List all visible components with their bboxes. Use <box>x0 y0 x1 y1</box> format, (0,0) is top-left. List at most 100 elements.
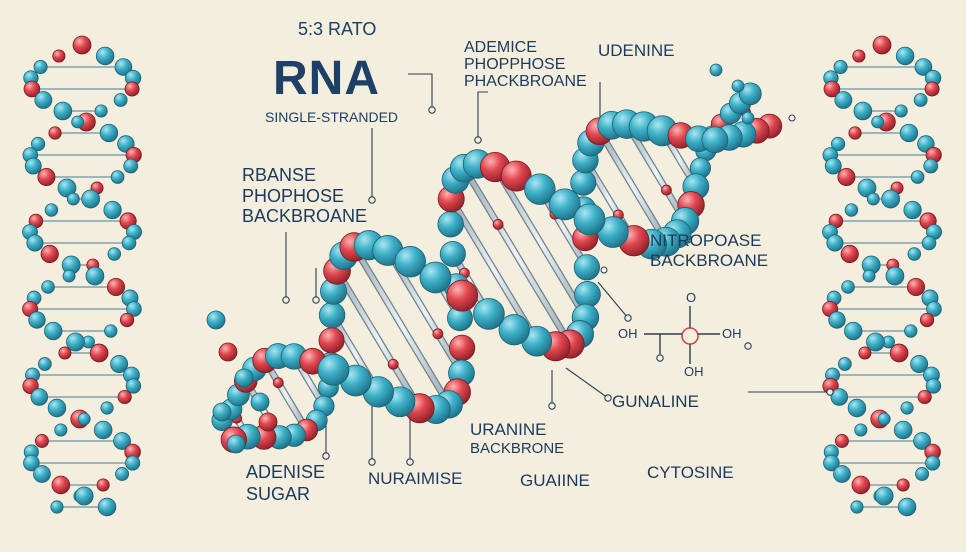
label-nuraimise: NURAIMISE <box>368 469 463 488</box>
teal-nucleotide-bead <box>926 301 942 317</box>
teal-nucleotide-bead <box>741 111 755 125</box>
teal-nucleotide-bead <box>574 281 601 308</box>
teal-nucleotide-bead <box>921 235 937 251</box>
base-pair-rung <box>461 165 573 347</box>
leader-line <box>597 281 629 319</box>
red-nucleotide-bead <box>51 475 71 495</box>
teal-nucleotide-bead <box>206 310 226 330</box>
teal-nucleotide-bead <box>844 321 863 341</box>
teal-nucleotide-bead <box>910 355 929 373</box>
label-uranine-backbone: URANINE BACKBRONE <box>470 420 565 458</box>
red-nucleotide-bead <box>492 219 504 230</box>
teal-nucleotide-bead <box>894 104 908 118</box>
chem-oh-left: OH <box>618 326 638 341</box>
teal-nucleotide-bead <box>23 454 40 472</box>
leader-endpoint <box>548 402 556 410</box>
teal-nucleotide-bead <box>24 157 42 175</box>
red-nucleotide-bead <box>96 478 110 492</box>
red-nucleotide-bead <box>924 81 940 97</box>
teal-nucleotide-bead <box>103 200 122 220</box>
teal-nucleotide-bead <box>66 192 80 206</box>
teal-nucleotide-bead <box>44 203 59 217</box>
label-udenine: UDENINE <box>598 41 675 60</box>
red-nucleotide-bead <box>834 434 849 448</box>
red-nucleotide-bead <box>889 343 909 363</box>
teal-nucleotide-bead <box>439 240 466 267</box>
teal-nucleotide-bead <box>85 266 105 286</box>
teal-nucleotide-bead <box>28 311 46 329</box>
red-nucleotide-bead <box>58 346 72 360</box>
main-helix-beads <box>206 63 783 454</box>
red-nucleotide-bead <box>52 49 66 63</box>
teal-nucleotide-bead <box>318 301 346 329</box>
teal-nucleotide-bead <box>885 266 905 286</box>
teal-nucleotide-bead <box>907 247 922 261</box>
teal-nucleotide-bead <box>37 357 52 371</box>
teal-nucleotide-bead <box>874 486 894 506</box>
red-nucleotide-bead <box>72 35 92 55</box>
teal-nucleotide-bead <box>925 455 941 471</box>
red-nucleotide-bead <box>40 244 59 264</box>
red-nucleotide-bead <box>851 475 871 495</box>
teal-nucleotide-bead <box>524 173 556 205</box>
teal-nucleotide-bead <box>925 378 942 394</box>
teal-nucleotide-bead <box>824 157 842 175</box>
teal-nucleotide-bead <box>570 169 597 196</box>
red-nucleotide-bead <box>117 389 132 405</box>
leader-endpoint <box>322 452 330 460</box>
leader-line <box>565 367 609 399</box>
red-nucleotide-bead <box>432 328 444 340</box>
red-nucleotide-bead <box>34 434 49 448</box>
teal-nucleotide-bead <box>837 357 852 371</box>
teal-nucleotide-bead <box>115 467 130 481</box>
teal-nucleotide-bead <box>54 423 68 437</box>
red-nucleotide-bead <box>858 346 872 360</box>
chem-oh-right: OH <box>722 326 742 341</box>
teal-nucleotide-bead <box>738 82 762 106</box>
label-adenise-sugar: ADENISE SUGAR <box>246 462 326 504</box>
red-nucleotide-bead <box>318 327 345 354</box>
teal-nucleotide-bead <box>862 269 876 283</box>
teal-nucleotide-bead <box>913 93 928 107</box>
red-nucleotide-bead <box>23 80 41 98</box>
teal-nucleotide-bead <box>110 170 125 184</box>
teal-nucleotide-bead <box>830 136 846 152</box>
teal-nucleotide-bead <box>830 388 849 406</box>
leader-line <box>477 91 488 140</box>
marker-dot <box>600 266 608 274</box>
teal-nucleotide-bead <box>66 332 85 352</box>
teal-nucleotide-bead <box>125 455 141 471</box>
teal-nucleotide-bead <box>866 192 880 206</box>
red-nucleotide-bead <box>119 312 135 328</box>
teal-nucleotide-bead <box>114 58 133 76</box>
teal-nucleotide-bead <box>317 353 350 386</box>
teal-nucleotide-bead <box>226 434 246 454</box>
leader-endpoint <box>624 314 632 322</box>
chemical-structure <box>644 306 752 364</box>
teal-nucleotide-bead <box>853 101 873 121</box>
teal-nucleotide-bead <box>81 189 101 209</box>
teal-nucleotide-bead <box>833 465 851 483</box>
teal-nucleotide-bead <box>437 210 464 238</box>
leader-endpoint <box>604 394 612 402</box>
teal-nucleotide-bead <box>731 79 745 93</box>
teal-nucleotide-bead <box>104 324 118 338</box>
chem-oh-bottom: OH <box>684 364 704 379</box>
teal-nucleotide-bead <box>94 104 108 118</box>
teal-nucleotide-bead <box>823 454 840 472</box>
red-nucleotide-bead <box>906 277 926 297</box>
teal-nucleotide-bead <box>709 63 723 77</box>
teal-nucleotide-bead <box>126 301 142 317</box>
teal-nucleotide-bead <box>573 254 600 281</box>
teal-nucleotide-bead <box>910 170 925 184</box>
base-pair-rung <box>492 164 588 320</box>
teal-nucleotide-bead <box>41 280 55 294</box>
teal-nucleotide-bead <box>50 500 64 514</box>
teal-nucleotide-bead <box>866 332 885 352</box>
teal-nucleotide-bead <box>904 324 918 338</box>
teal-nucleotide-bead <box>923 158 939 174</box>
teal-nucleotide-bead <box>419 261 452 294</box>
teal-nucleotide-bead <box>913 432 931 450</box>
teal-nucleotide-bead <box>826 234 844 252</box>
red-nucleotide-bead <box>124 81 140 97</box>
